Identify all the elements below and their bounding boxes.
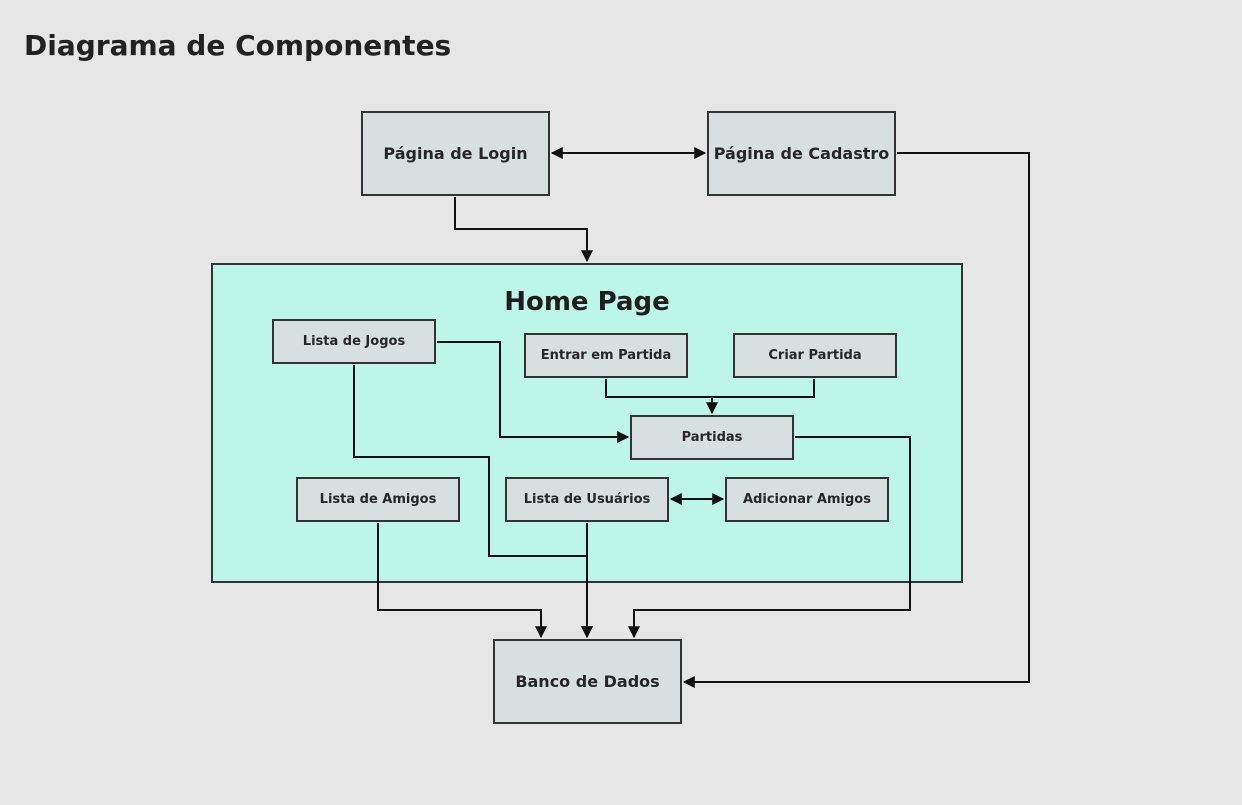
join-match-node[interactable]: Entrar em Partida [524, 333, 688, 378]
games-list-node[interactable]: Lista de Jogos [272, 319, 436, 364]
home-page-group: Home Page [211, 263, 963, 583]
home-page-label: Home Page [504, 287, 670, 317]
add-friends-node[interactable]: Adicionar Amigos [725, 477, 889, 522]
matches-node[interactable]: Partidas [630, 415, 794, 460]
users-list-node[interactable]: Lista de Usuários [505, 477, 669, 522]
register-page-node[interactable]: Página de Cadastro [707, 111, 896, 196]
database-node[interactable]: Banco de Dados [493, 639, 682, 724]
create-match-node[interactable]: Criar Partida [733, 333, 897, 378]
page-title: Diagrama de Componentes [24, 29, 452, 62]
friends-list-node[interactable]: Lista de Amigos [296, 477, 460, 522]
login-page-node[interactable]: Página de Login [361, 111, 550, 196]
edge-login-homepage [454, 197, 593, 263]
